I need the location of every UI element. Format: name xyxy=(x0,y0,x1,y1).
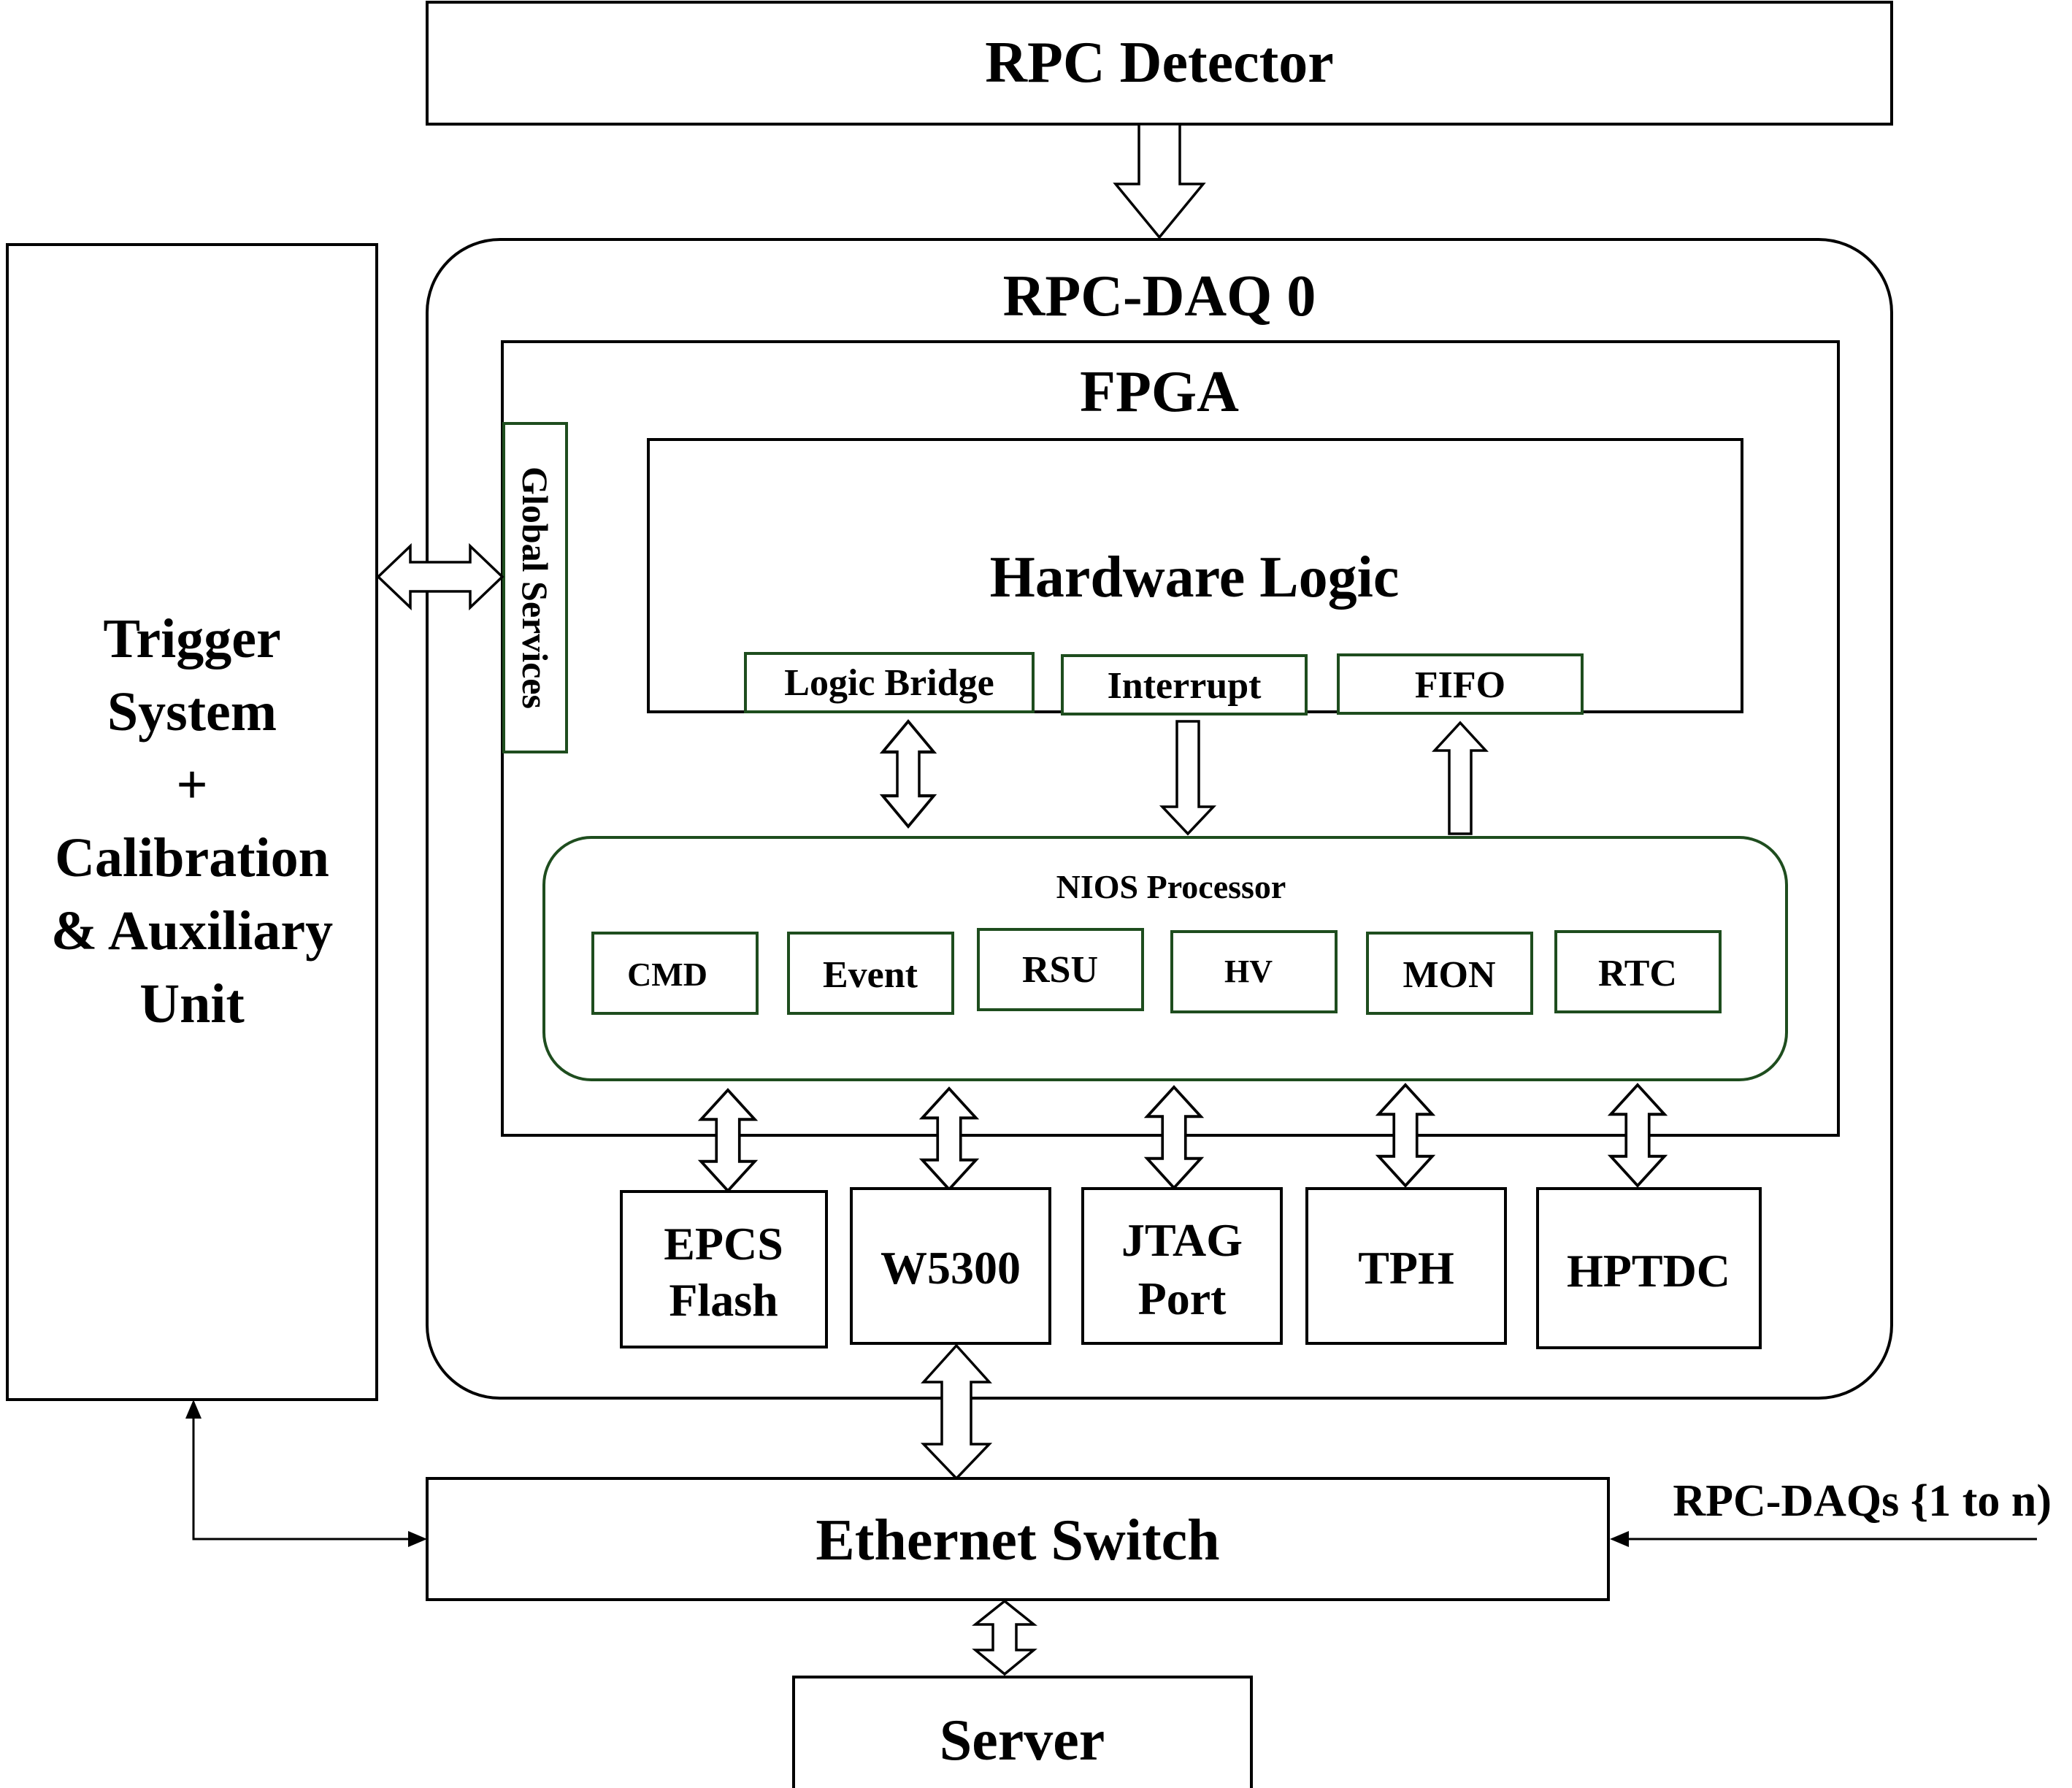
fpga-label: FPGA xyxy=(1080,360,1239,424)
rpc-detector-label: RPC Detector xyxy=(985,31,1334,95)
nios-module-cmd: CMD xyxy=(591,932,759,1015)
nios-module-rtc: RTC xyxy=(1554,930,1722,1013)
nios-module-event-label: Event xyxy=(823,954,918,996)
ethernet-server-arrow xyxy=(972,1599,1037,1676)
w5300-block: W5300 xyxy=(850,1187,1051,1345)
trigger-line-2: System xyxy=(107,681,277,743)
rpc-daqs-input-arrowhead xyxy=(1610,1531,1629,1547)
logic-bridge-block: Logic Bridge xyxy=(744,652,1035,713)
interrupt-label: Interrupt xyxy=(1108,665,1262,707)
nios-module-cmd-label: CMD xyxy=(627,956,707,993)
nios-processor-label: NIOS Processor xyxy=(1056,868,1286,905)
nios-module-rsu: RSU xyxy=(977,928,1144,1011)
logic-bridge-label: Logic Bridge xyxy=(784,662,994,704)
interrupt-to-nios-arrow xyxy=(1159,720,1217,836)
trigger-line-6: Unit xyxy=(139,973,245,1035)
nios-module-mon-label: MON xyxy=(1403,954,1495,996)
trigger-up-arrowhead xyxy=(185,1400,202,1419)
rpc-detector-block: RPC Detector xyxy=(426,1,1893,126)
trigger-line-4: Calibration xyxy=(55,827,329,889)
rpc-daq-label: RPC-DAQ 0 xyxy=(1003,264,1316,329)
detector-to-daq-arrow xyxy=(1113,123,1206,239)
tph-block: TPH xyxy=(1305,1187,1507,1345)
fifo-block: FIFO xyxy=(1337,653,1584,715)
ethernet-switch-label: Ethernet Switch xyxy=(816,1508,1219,1573)
hptdc-label: HPTDC xyxy=(1567,1245,1730,1297)
epcs-flash-block: EPCS Flash xyxy=(620,1190,828,1348)
tph-label: TPH xyxy=(1358,1242,1454,1294)
trigger-line-3: + xyxy=(176,754,207,816)
trigger-line-5: & Auxiliary xyxy=(51,900,333,962)
nios-module-rtc-label: RTC xyxy=(1598,953,1677,994)
rpc-daqs-input-label: RPC-DAQs {1 to n) xyxy=(1673,1476,2052,1526)
hardware-logic-label: Hardware Logic xyxy=(990,545,1400,610)
nios-module-hv: HV xyxy=(1170,930,1338,1013)
jtag-port-block: JTAG Port xyxy=(1081,1187,1283,1345)
nios-processor-block: NIOS Processor xyxy=(542,836,1788,1081)
server-label: Server xyxy=(940,1708,1105,1773)
ethernet-left-arrowhead xyxy=(408,1531,427,1547)
trigger-ethernet-connector xyxy=(192,1416,413,1540)
nios-module-rsu-label: RSU xyxy=(1022,949,1098,991)
w5300-label: W5300 xyxy=(880,1242,1021,1294)
nios-module-hv-label: HV xyxy=(1224,954,1273,989)
global-services-label: Global Services xyxy=(515,467,556,709)
jtag-label-line-2: Port xyxy=(1138,1273,1227,1324)
fifo-label: FIFO xyxy=(1415,664,1505,706)
epcs-label-line-2: Flash xyxy=(669,1274,778,1326)
trigger-calibration-unit: Trigger System + Calibration & Auxiliary… xyxy=(6,243,378,1401)
global-services-block: Global Services xyxy=(502,422,568,753)
server-block: Server xyxy=(792,1676,1253,1788)
ethernet-switch-block: Ethernet Switch xyxy=(426,1477,1610,1601)
nios-module-mon: MON xyxy=(1366,932,1533,1015)
jtag-label-line-1: JTAG xyxy=(1121,1214,1243,1266)
interrupt-block: Interrupt xyxy=(1061,654,1308,715)
hptdc-block: HPTDC xyxy=(1536,1187,1762,1349)
epcs-label-line-1: EPCS xyxy=(664,1218,783,1270)
nios-module-event: Event xyxy=(787,932,954,1015)
trigger-line-1: Trigger xyxy=(103,608,280,669)
nios-to-fifo-arrow xyxy=(1432,721,1489,835)
trigger-global-services-arrow xyxy=(376,542,504,611)
